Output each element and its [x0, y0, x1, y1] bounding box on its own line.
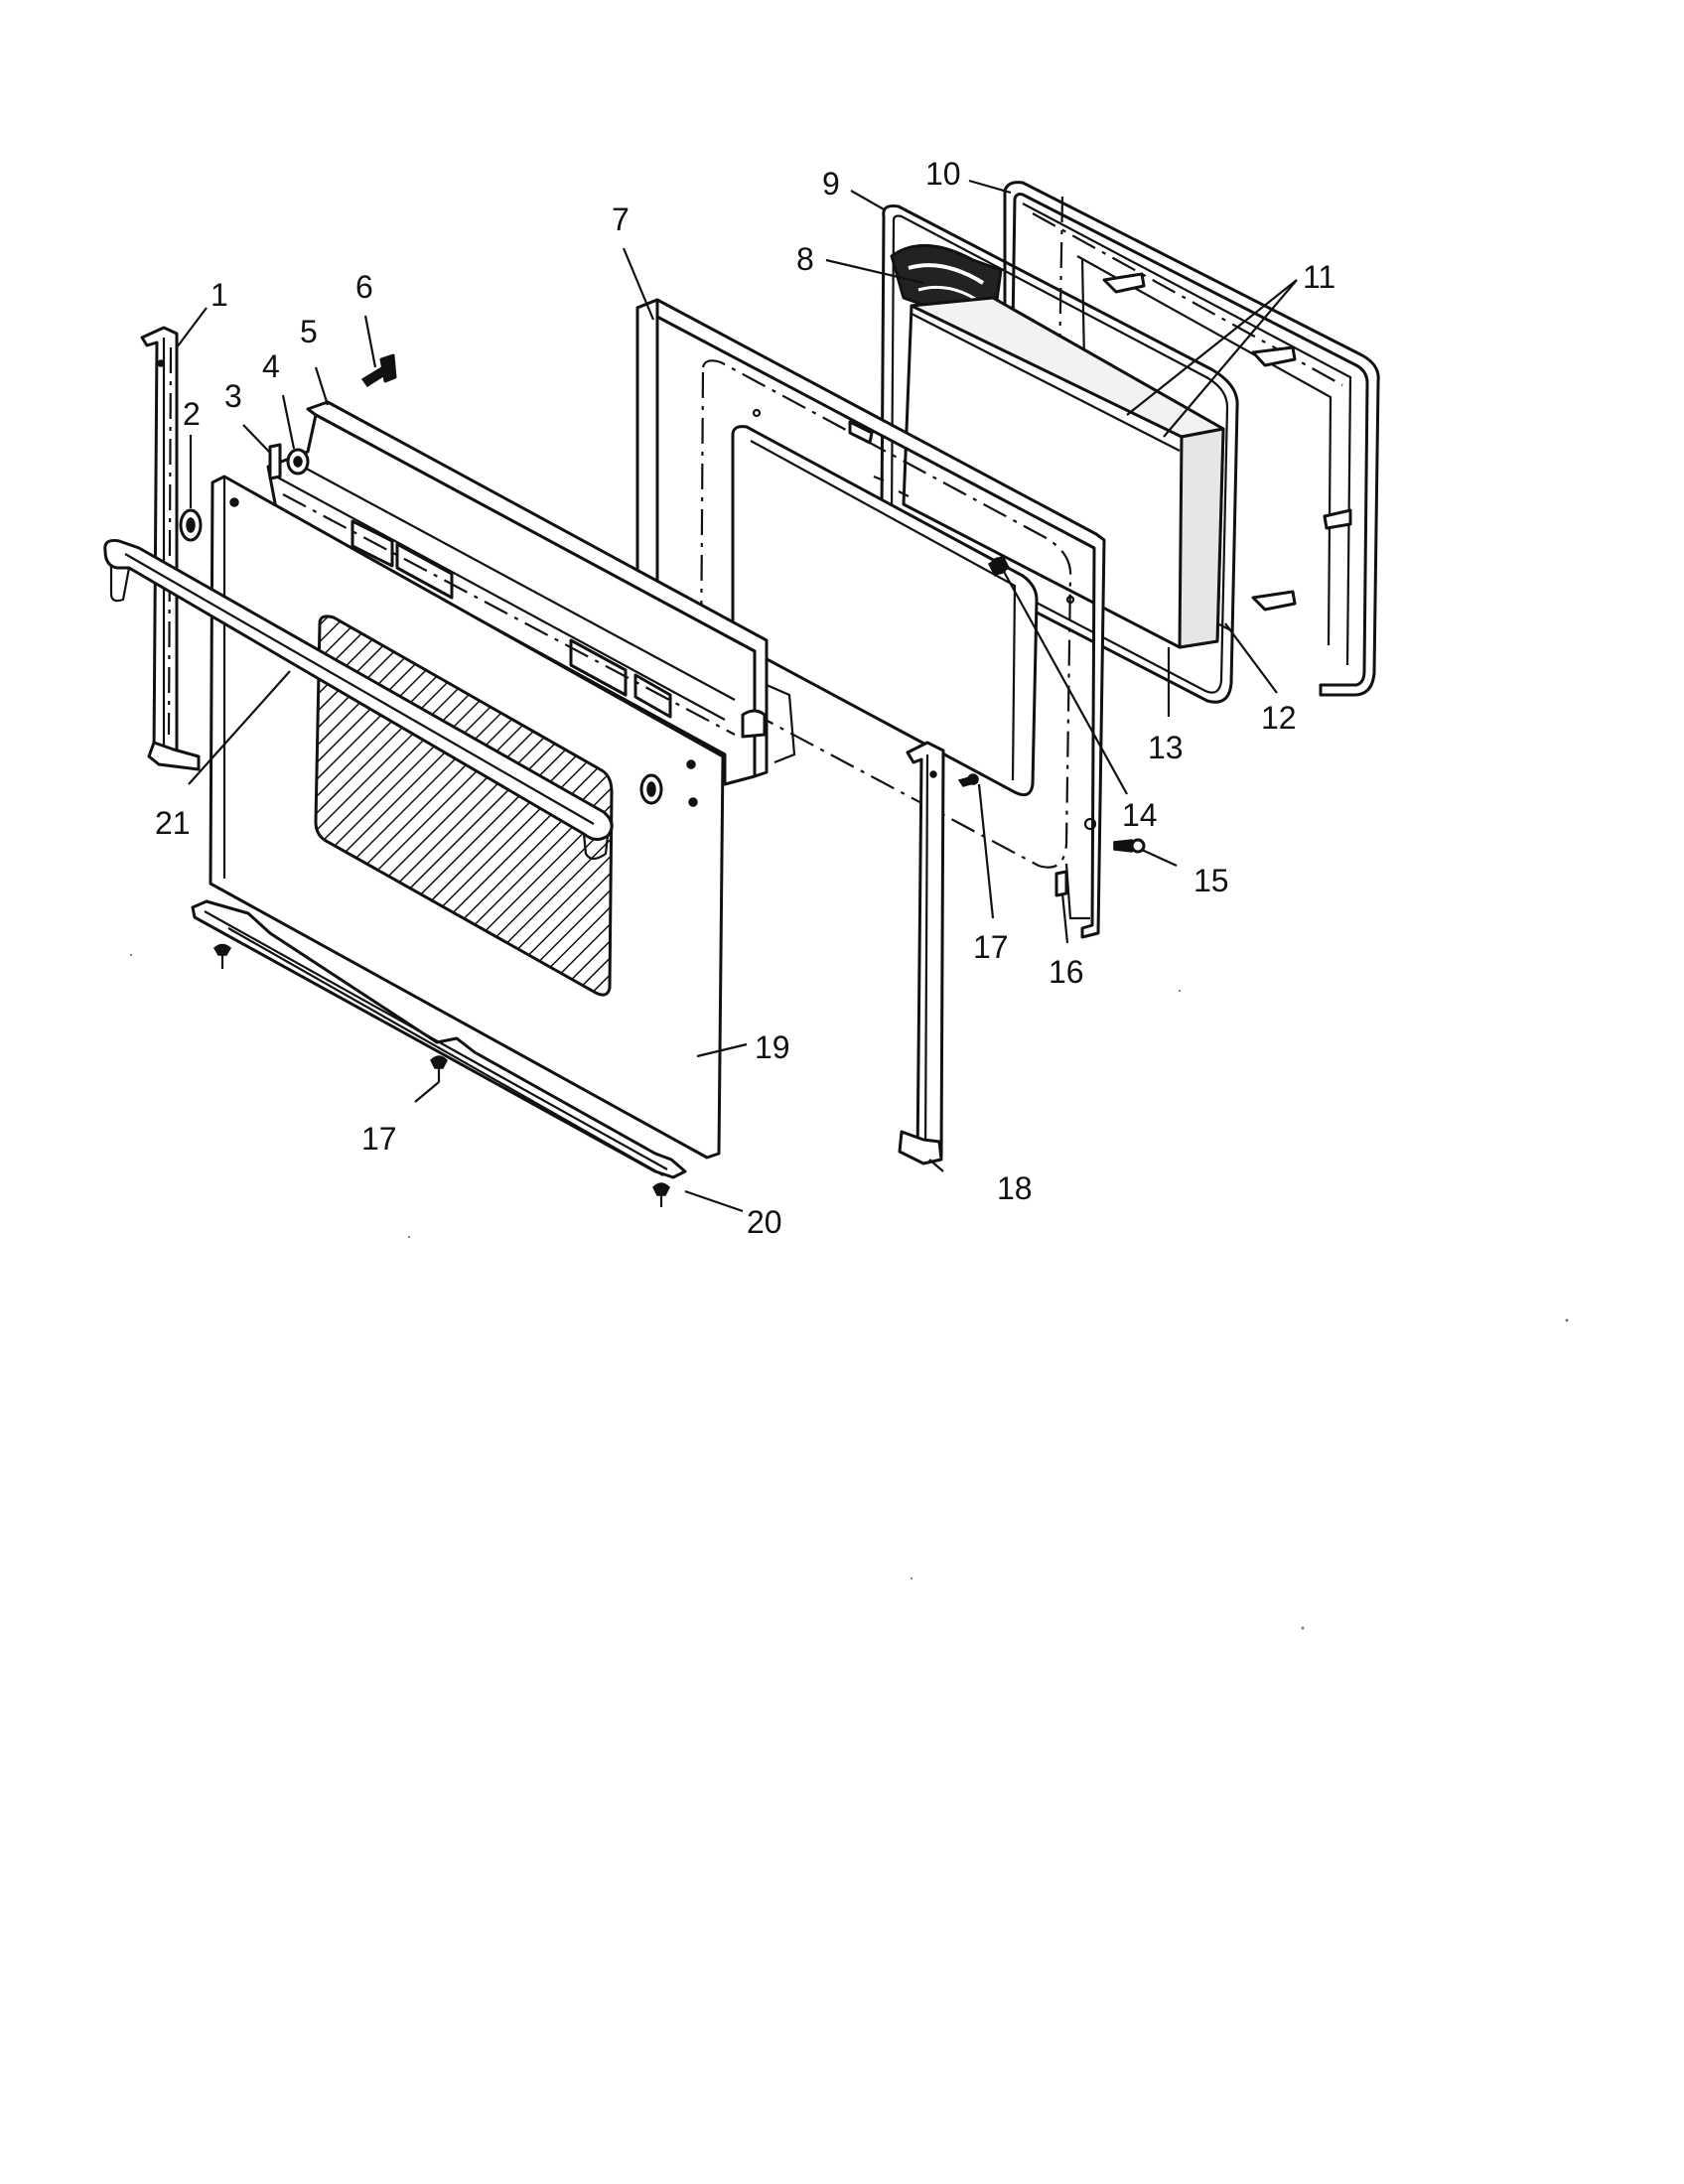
callout-17-upper: 17: [973, 929, 1009, 965]
callout-15: 15: [1193, 863, 1229, 898]
callout-17-lower: 17: [361, 1121, 397, 1157]
leader-lines: [176, 179, 1298, 1213]
callout-16: 16: [1049, 954, 1084, 990]
part-2-bumper: [179, 508, 203, 542]
part-4-roller: [286, 448, 310, 476]
callout-9: 9: [822, 166, 840, 202]
callout-3: 3: [224, 378, 242, 414]
part-3-bracket: [268, 443, 282, 480]
part-13-glass-pack: [902, 296, 1225, 649]
callout-2: 2: [183, 396, 201, 432]
callout-10: 10: [925, 156, 961, 192]
part-17-screws-lower: [213, 943, 670, 1207]
callout-13: 13: [1148, 730, 1184, 765]
callout-14: 14: [1122, 797, 1158, 833]
callout-19: 19: [755, 1029, 790, 1065]
part-6-screw: [360, 353, 397, 388]
part-10-door-liner: [1003, 181, 1380, 697]
callout-5: 5: [300, 314, 318, 349]
part-15-screw: [1113, 838, 1146, 854]
callout-21: 21: [155, 805, 191, 841]
part-1-left-channel: [140, 326, 201, 771]
part-21-handle: [103, 539, 614, 861]
callout-7: 7: [612, 202, 630, 237]
callout-4: 4: [262, 348, 280, 384]
callout-20: 20: [747, 1204, 782, 1240]
part-20-bottom-trim: [191, 899, 687, 1179]
callout-12: 12: [1261, 700, 1297, 736]
callout-labels: 1 2 3 4 5 6 7 8 9 10 11 12 13 14 15 16 1…: [155, 156, 1335, 1240]
callout-18: 18: [997, 1170, 1033, 1206]
part-17-screw-upper: [957, 773, 979, 787]
callout-11: 11: [1303, 259, 1335, 295]
callout-1: 1: [210, 277, 228, 313]
scan-specks: [129, 953, 1569, 1630]
part-7-inner-panel: [635, 298, 1106, 939]
callout-6: 6: [355, 269, 373, 305]
part-18-right-channel: [898, 741, 945, 1165]
callout-8: 8: [796, 241, 814, 277]
part-5-vent-channel: [266, 400, 796, 786]
